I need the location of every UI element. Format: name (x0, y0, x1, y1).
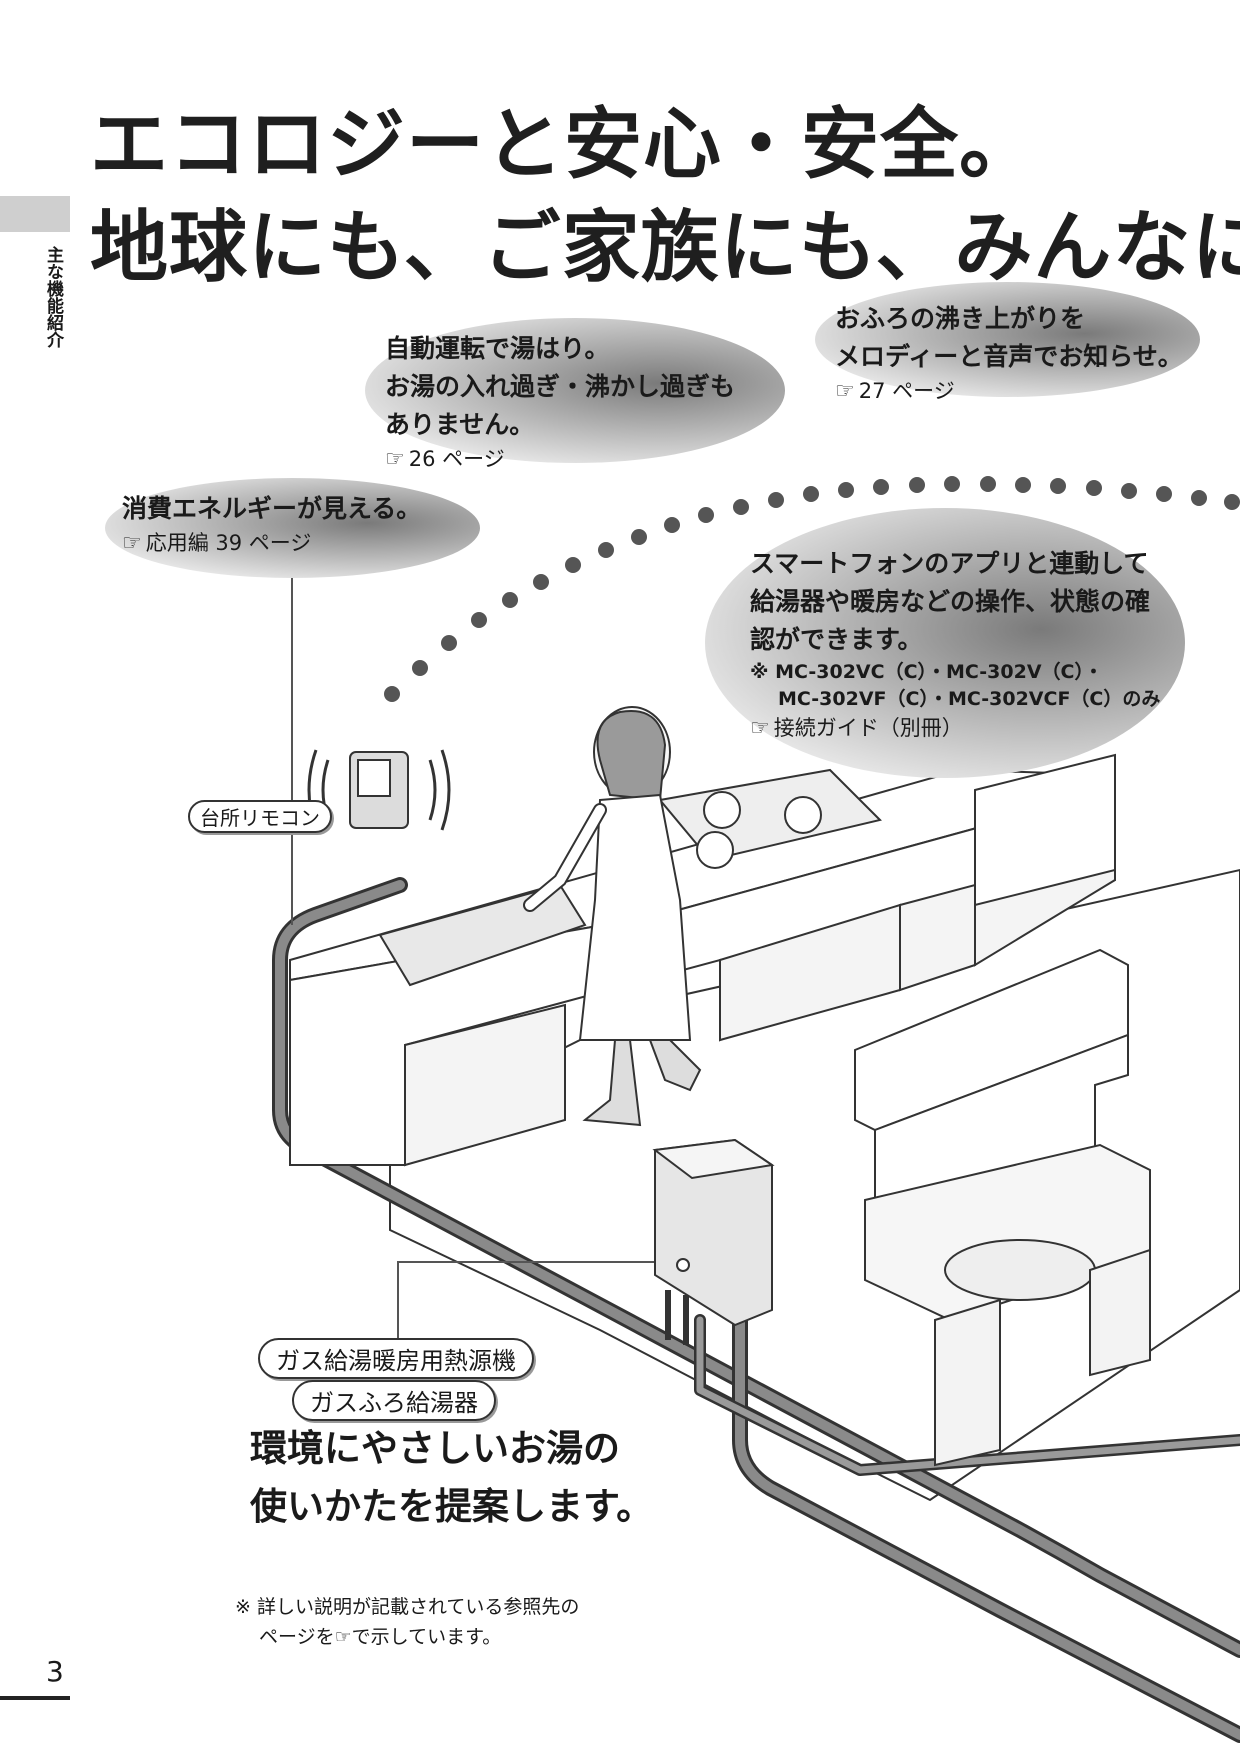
bubble-melody (815, 282, 1200, 397)
reference-text: 27 ページ (858, 379, 955, 403)
footnote-line-2: ページを☞で示しています。 (235, 1622, 579, 1652)
callout-auto-fill: 自動運転で湯はり。 お湯の入れ過ぎ・沸かし過ぎも ありません。 ☞26 ページ (385, 330, 735, 475)
page-reference[interactable]: ☞接続ガイド（別冊） (750, 713, 1160, 744)
callout-line: 自動運転で湯はり。 (385, 334, 610, 363)
callout-line: 給湯器や暖房などの操作、状態の確 (750, 587, 1151, 616)
page-title-line-2: 地球にも、ご家族にも、みんなに (90, 203, 1240, 293)
footnote-line-1: ※ 詳しい説明が記載されている参照先の (235, 1596, 580, 1618)
washbasin-unit (854, 948, 1151, 1467)
section-side-label: 主な機能紹介 (43, 246, 63, 348)
hand-pointer-icon: ☞ (750, 716, 770, 741)
callout-smartphone: スマートフォンのアプリと連動して 給湯器や暖房などの操作、状態の確 認ができます… (750, 545, 1160, 744)
wireless-signal-dots (384, 476, 1240, 702)
page-reference[interactable]: ☞応用編 39 ページ (122, 528, 421, 559)
footnote: ※ 詳しい説明が記載されている参照先の ページを☞で示しています。 (235, 1592, 579, 1652)
hand-pointer-icon: ☞ (334, 1626, 352, 1648)
label-bath-heater: ガスふろ給湯器 (292, 1380, 496, 1421)
page-reference[interactable]: ☞26 ページ (385, 444, 735, 475)
callout-line: お湯の入れ過ぎ・沸かし過ぎも (385, 372, 736, 401)
reference-text: 応用編 39 ページ (145, 531, 312, 555)
label-kitchen-remote: 台所リモコン (188, 800, 332, 833)
bubble-auto-fill (365, 318, 785, 463)
water-heater-unit (652, 1138, 775, 1345)
callout-line: おふろの沸き上がりを (835, 304, 1086, 333)
reference-text: 接続ガイド（別冊） (773, 716, 963, 740)
page-title-line-1: エコロジーと安心・安全。 (90, 100, 1039, 190)
remote-controller (307, 749, 451, 831)
hand-pointer-icon: ☞ (122, 531, 142, 556)
callout-melody: おふろの沸き上がりを メロディーと音声でお知らせ。 ☞27 ページ (835, 300, 1183, 407)
label-heat-source: ガス給湯暖房用熱源機 (258, 1338, 534, 1379)
callout-line: メロディーと音声でお知らせ。 (835, 342, 1183, 371)
footnote-text: ページを (259, 1626, 335, 1648)
callout-line: 消費エネルギーが見える。 (122, 494, 422, 523)
callout-line: スマートフォンのアプリと連動して (750, 549, 1149, 578)
page-reference[interactable]: ☞27 ページ (835, 376, 1183, 407)
woman-figure (523, 706, 702, 1127)
model-note-line-1: ※ MC-302VC（C）・MC-302V（C）・ (750, 661, 1103, 683)
hand-pointer-icon: ☞ (385, 447, 405, 472)
callout-energy: 消費エネルギーが見える。 ☞応用編 39 ページ (122, 490, 421, 559)
section-tab (0, 196, 70, 232)
hand-pointer-icon: ☞ (835, 379, 855, 404)
bubble-smartphone (705, 508, 1185, 778)
kitchen-counter (289, 753, 1116, 1167)
page-number-rule (0, 1696, 70, 1700)
footnote-text: で示しています。 (351, 1626, 502, 1648)
bubble-energy (105, 478, 480, 578)
callout-line: ありません。 (385, 410, 535, 439)
slogan-line-2: 使いかたを提案します。 (250, 1485, 654, 1528)
slogan: 環境にやさしいお湯の 使いかたを提案します。 (250, 1420, 653, 1536)
model-note-line-2: MC-302VF（C）・MC-302VCF（C）のみ (778, 688, 1161, 710)
callout-line: 認ができます。 (750, 625, 923, 654)
reference-text: 26 ページ (408, 447, 505, 471)
page-number: 3 (46, 1655, 64, 1688)
slogan-line-1: 環境にやさしいお湯の (250, 1427, 620, 1470)
